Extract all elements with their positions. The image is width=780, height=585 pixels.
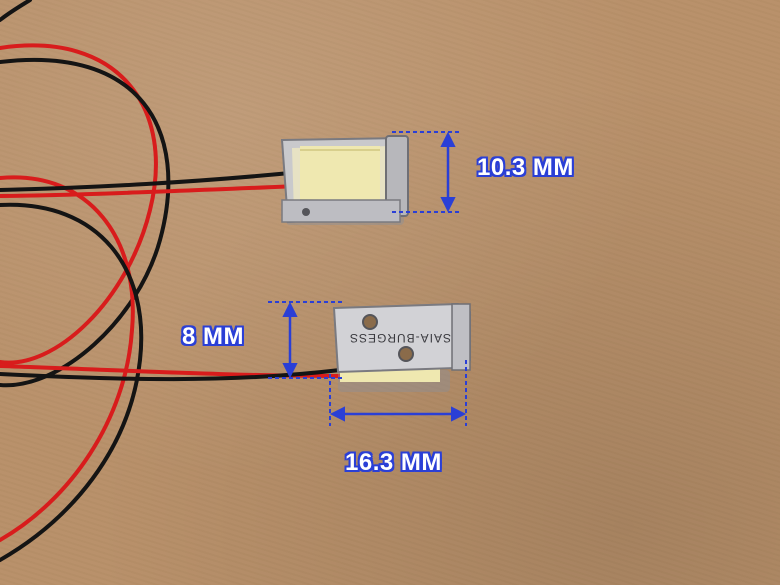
mounting-hole — [362, 314, 378, 330]
black-wire-bottom-solenoid — [0, 368, 342, 382]
top-height-label: 10.3 MM — [477, 154, 574, 181]
red-wire-lower-loop — [0, 175, 135, 542]
bottom-solenoid — [332, 302, 471, 392]
top-solenoid — [280, 135, 409, 225]
black-wire-corner — [0, 0, 32, 22]
black-wire-top-solenoid — [0, 170, 302, 192]
black-wire-top-loop — [0, 57, 171, 388]
red-wire-top-solenoid — [0, 184, 302, 198]
red-wire-top-loop — [0, 43, 158, 365]
dimension-markers — [268, 131, 467, 426]
wires — [0, 0, 342, 562]
black-wire-lower-loop — [0, 202, 144, 562]
stamp-text: SAIA-BURGESS — [349, 331, 451, 345]
bottom-length-label: 16.3 MM — [345, 449, 442, 476]
coil-tape — [300, 146, 380, 208]
mounting-hole — [398, 346, 414, 362]
bottom-height-label: 8 MM — [182, 323, 244, 350]
